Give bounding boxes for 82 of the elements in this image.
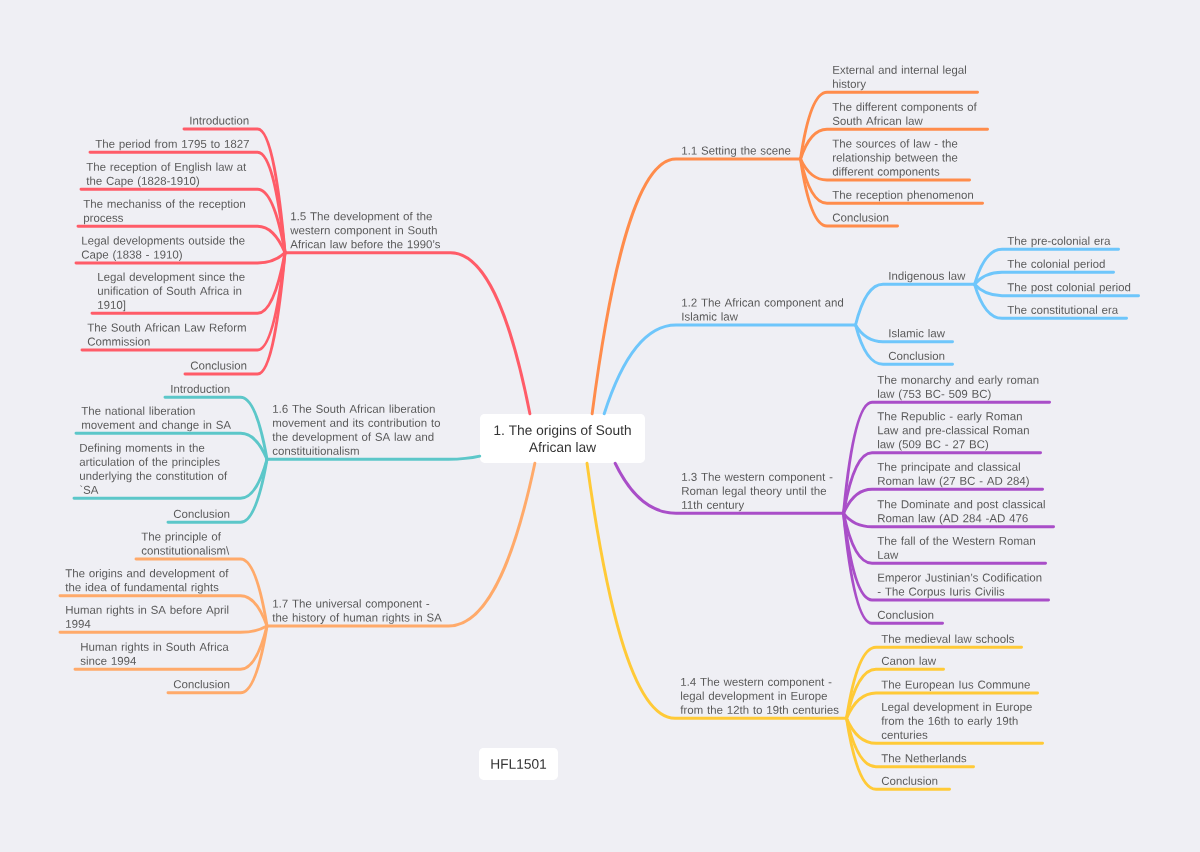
topic-text: Legal development since the unification of South Africa in 1910] [98,272,245,312]
topic-text: The Netherlands [881,753,967,763]
topic-text: External and internal legal history [833,65,966,91]
branch-line [283,251,532,416]
branch-line [973,270,1115,286]
branch-line [183,251,287,376]
topic-text: Conclusion [877,610,934,619]
topic-text: 1.1 Setting the scene [682,146,791,157]
branch-line [973,282,1140,298]
branch-line [854,282,976,327]
topic-text: Legal development in Europe from the 16th to early 19th centuries [881,702,1032,739]
branch-line [265,461,537,628]
branch-line [842,451,1042,515]
topic-text: The reception of English law at the Cape (1828-1910) [86,162,247,188]
branch-line [613,461,845,515]
branch-line [799,157,971,182]
topic-text: The pre-colonial era [1007,236,1111,248]
topic-text: The medieval law schools [881,634,1014,643]
topic-text: Legal developments outside the Cape (1838 - 1910) [81,236,245,261]
topic-text: 1.6 The South African liberation movement and its contribution to the development of SA law and constituitionalism [272,404,441,455]
topic-text: The post colonial period [1007,282,1131,294]
topic-text: The reception phenomenon [832,190,973,202]
branch-line [590,157,802,416]
topic-text: 1.2 The African component and Islamic law [682,298,844,321]
topic-text: The constitutional era [1007,305,1119,314]
topic-text: 1.7 The universal component - the history of human rights in SA [272,599,442,624]
branch-line [58,594,269,628]
topic-text: The European Ius Commune [881,680,1030,691]
branch-line [842,487,1044,515]
topic-text: Introduction [190,116,249,125]
branch-line [166,624,269,695]
topic-text: The mechaniss of the reception process [83,199,246,225]
branch-line [602,323,857,416]
topic-text: The South African Law Reform Commission [87,323,246,346]
branch-line [265,454,482,461]
topic-text: The sources of law - the relationship between the different components [832,139,958,178]
topic-text: Conclusion [888,351,945,360]
branch-line [74,431,269,461]
floating-topic-box: HFL1501 [479,748,558,780]
topic-text: Introduction [171,384,230,393]
branch-line [799,157,899,228]
branch-line [585,461,848,720]
topic-text: Human rights in SA before April 1994 [66,605,229,628]
topic-text: Conclusion [173,509,230,518]
branch-line [845,716,951,791]
topic-text: The origins and development of the idea of fundamental rights [65,568,229,594]
topic-text: The national liberation movement and change in SA [81,406,231,432]
topic-text: The monarchy and early roman law (753 BC- 509 BC) [877,375,1039,401]
branch-line [58,624,269,634]
central-topic-box: 1. The origins of South African law [480,414,645,463]
topic-text: 1.5 The development of the western component in South African law before the 1990’s [290,211,441,249]
branch-line [799,90,979,161]
topic-text: Conclusion [832,213,889,222]
topic-text: Canon law [881,656,937,665]
topic-text: Indigenous law [889,271,966,283]
branch-line [845,667,945,720]
branch-line [166,457,269,524]
branch-line [842,511,1055,529]
topic-text: Conclusion [173,679,230,689]
topic-text: 1.4 The western component - legal development in Europe from the 12th to 19th centuries [680,677,839,714]
topic-text: The Republic - early Roman Law and pre-classical Roman law (509 BC - 27 BC) [877,411,1029,451]
topic-text: The fall of the Western Roman Law [877,536,1035,559]
branch-line [973,282,1128,320]
topic-text: The period from 1795 to 1827 [95,139,249,151]
branch-line [845,716,1044,745]
topic-text: The principate and classical Roman law (27 BC - AD 284) [877,462,1029,488]
topic-text: Islamic law [889,328,945,338]
branch-line [799,127,989,161]
topic-text: Defining moments in the articulation of the principles underlying the constitution of `SA [79,443,228,494]
branch-line [854,323,954,344]
topic-text: The different components of South African law [832,102,977,125]
branch-line [76,224,287,255]
topic-text: Conclusion [190,361,247,370]
branch-line [845,691,1039,720]
topic-text: Conclusion [881,776,938,785]
topic-text: The colonial period [1007,259,1105,271]
topic-text: The Dominate and post classical Roman law (AD 284 -AD 476 [877,499,1045,525]
topic-text: 1.3 The western component - Roman legal theory until the 11th century [682,472,833,512]
branch-line [854,323,954,366]
topic-text: The principle of constitutionalism\ [141,532,230,555]
topic-text: Human rights in South Africa since 1994 [80,642,229,665]
topic-text: Emperor Justinian’s Codification - The Corpus Iuris Civilis [877,573,1042,598]
